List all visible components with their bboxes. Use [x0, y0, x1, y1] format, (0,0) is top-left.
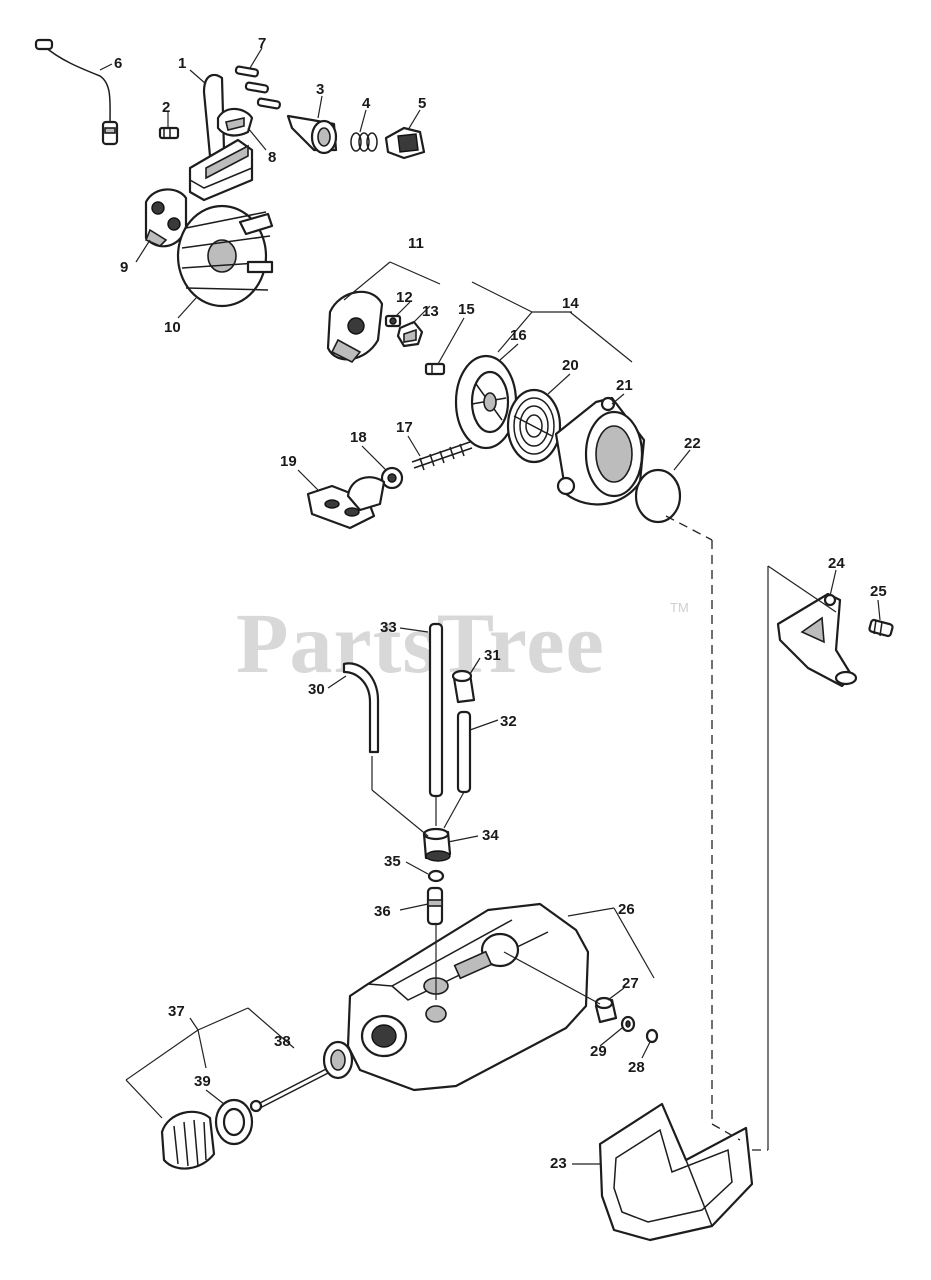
callout-31: 31	[484, 647, 501, 664]
part-33-fuel-tube[interactable]	[428, 622, 444, 798]
callout-6: 6	[114, 55, 122, 72]
part-39-gasket[interactable]	[214, 1098, 254, 1146]
part-35-o-ring[interactable]	[427, 869, 445, 883]
callout-2: 2	[162, 99, 170, 116]
callout-8: 8	[268, 149, 276, 166]
callout-12: 12	[396, 289, 413, 306]
callout-21: 21	[616, 377, 633, 394]
part-31-filter[interactable]	[451, 669, 476, 704]
callout-13: 13	[422, 303, 439, 320]
callout-labels: 6 1 7 2 3 4 5 8 9 10 11 12 13 14 15 16 1…	[114, 35, 887, 1172]
part-5-terminal[interactable]	[384, 126, 426, 160]
callout-9: 9	[120, 259, 128, 276]
callout-38: 38	[274, 1033, 291, 1050]
callout-1: 1	[178, 55, 186, 72]
callout-15: 15	[458, 301, 475, 318]
part-10-flywheel[interactable]	[176, 204, 274, 308]
part-1-ignition-coil[interactable]	[188, 73, 254, 202]
callout-5: 5	[418, 95, 426, 112]
part-37-fuel-cap[interactable]	[160, 1110, 216, 1170]
callout-19: 19	[280, 453, 297, 470]
callout-23: 23	[550, 1155, 567, 1172]
callout-16: 16	[510, 327, 527, 344]
part-3-boot[interactable]	[286, 114, 338, 155]
part-32-tube[interactable]	[456, 710, 472, 794]
part-7-pins[interactable]	[234, 65, 281, 110]
callout-37: 37	[168, 1003, 185, 1020]
part-19-handle[interactable]	[306, 476, 386, 530]
part-28-clip[interactable]	[645, 1028, 659, 1044]
watermark-trademark: TM	[670, 600, 689, 615]
callout-18: 18	[350, 429, 367, 446]
callout-30: 30	[308, 681, 325, 698]
callout-36: 36	[374, 903, 391, 920]
watermark: PartsTree TM	[236, 595, 689, 691]
part-38-fuel-pickup[interactable]	[249, 1040, 354, 1113]
callout-4: 4	[362, 95, 371, 112]
part-8-cover[interactable]	[216, 107, 254, 137]
part-25-screw[interactable]	[868, 618, 894, 638]
callout-17: 17	[396, 419, 413, 436]
callout-3: 3	[316, 81, 324, 98]
callout-34: 34	[482, 827, 499, 844]
part-2-screw[interactable]	[158, 126, 180, 140]
part-11-clutch[interactable]	[326, 290, 384, 364]
part-29-washer[interactable]	[620, 1015, 636, 1033]
callout-29: 29	[590, 1043, 607, 1060]
leader-lines	[99, 47, 881, 1165]
callout-32: 32	[500, 713, 517, 730]
part-6-plug-wire[interactable]	[34, 38, 119, 146]
callout-20: 20	[562, 357, 579, 374]
callout-33: 33	[380, 619, 397, 636]
part-18-washer[interactable]	[380, 466, 404, 490]
part-12-spring[interactable]	[384, 314, 402, 328]
watermark-text: PartsTree	[236, 595, 605, 691]
part-4-spring[interactable]	[350, 132, 378, 152]
part-21-starter-housing[interactable]	[554, 396, 646, 506]
part-9-module[interactable]	[144, 188, 188, 248]
callout-39: 39	[194, 1073, 211, 1090]
part-23-guard[interactable]	[598, 1102, 754, 1242]
part-17-spring[interactable]	[411, 441, 473, 471]
callout-26: 26	[618, 901, 635, 918]
callout-28: 28	[628, 1059, 645, 1076]
part-26-fuel-tank[interactable]	[346, 902, 590, 1092]
callout-24: 24	[828, 555, 845, 572]
part-20-recoil-spring[interactable]	[506, 388, 562, 464]
part-27-bushing[interactable]	[594, 996, 618, 1024]
callout-10: 10	[164, 319, 181, 336]
part-16-pulley[interactable]	[454, 354, 518, 450]
callout-7: 7	[258, 35, 266, 52]
part-22-gasket-ring[interactable]	[634, 468, 682, 524]
callout-25: 25	[870, 583, 887, 600]
part-15-screw[interactable]	[424, 362, 446, 376]
assembly-dashed-lines	[665, 515, 768, 1151]
part-30-fuel-line[interactable]	[342, 662, 380, 754]
callout-14: 14	[562, 295, 579, 312]
part-13-block[interactable]	[396, 320, 424, 348]
callout-11: 11	[408, 235, 424, 252]
callout-22: 22	[684, 435, 701, 452]
part-36-valve[interactable]	[426, 886, 444, 926]
part-34-grommet[interactable]	[422, 827, 452, 862]
callout-27: 27	[622, 975, 639, 992]
callout-35: 35	[384, 853, 401, 870]
part-24-bracket[interactable]	[776, 592, 858, 688]
